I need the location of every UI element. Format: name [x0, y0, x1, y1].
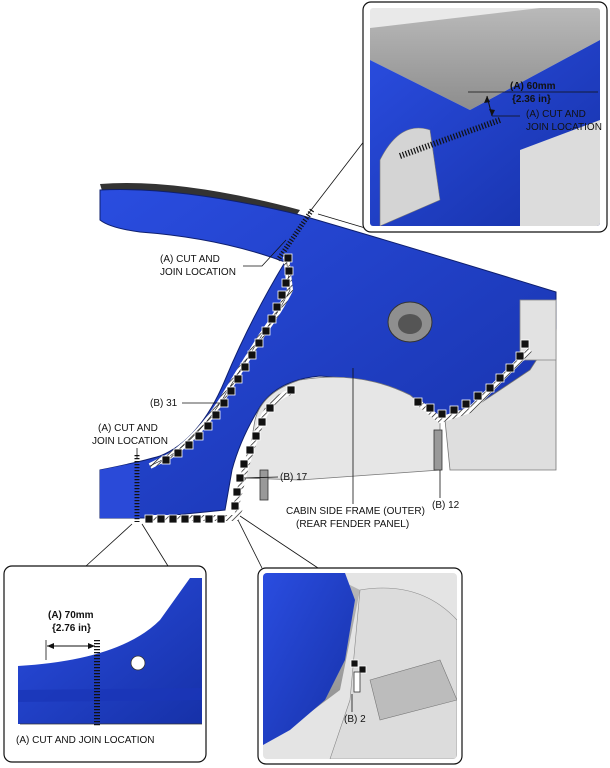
inset-br-link-1: [237, 519, 263, 569]
weld-points-b31: [161, 253, 294, 465]
weld-points-b12: [413, 339, 530, 419]
b2-label: (B) 2: [344, 714, 366, 725]
b12-label: (B) 12: [432, 500, 460, 511]
main-view: [99, 183, 557, 524]
inset-bl-link-2: [141, 523, 169, 567]
cabin-frame-line1: CABIN SIDE FRAME (OUTER): [286, 506, 425, 517]
inset-top-link-1: [307, 139, 366, 215]
cut-join-left-line1: (A) CUT AND: [98, 423, 158, 434]
inset-top-dim-line2: {2.36 in}: [512, 94, 551, 105]
inset-bl-dim-line2: {2.76 in}: [52, 623, 91, 634]
inset-top: (A) 60mm {2.36 in} (A) CUT AND JOIN LOCA…: [307, 1, 608, 233]
inset-bl-link-1: [85, 523, 133, 567]
lower-rocker: [100, 462, 140, 518]
main-labels: (A) CUT AND JOIN LOCATION (B) 31 (A) CUT…: [92, 239, 460, 530]
fuel-filler-inner: [398, 314, 422, 334]
cut-line-roof: [275, 208, 315, 262]
b17-bracket: [259, 469, 269, 501]
b31-label: (B) 31: [150, 398, 178, 409]
rear-fender-panel: [99, 189, 557, 519]
weld-points-b17: [230, 385, 296, 511]
cut-join-left-line2: JOIN LOCATION: [92, 436, 168, 447]
inset-top-link-2: [317, 213, 373, 231]
inset-top-cut-line1: (A) CUT AND: [526, 109, 586, 120]
b12-bracket: [433, 429, 443, 471]
cut-join-main-line1: (A) CUT AND: [160, 254, 220, 265]
inset-bl-cut-label: (A) CUT AND JOIN LOCATION: [16, 735, 155, 746]
inset-top-cut-line2: JOIN LOCATION: [526, 122, 602, 133]
inset-br-link-2: [239, 515, 319, 569]
inset-bottom-right: (B) 2: [237, 515, 463, 765]
cabin-frame-line2: (REAR FENDER PANEL): [296, 519, 409, 530]
leader-cut-join-main: [243, 239, 287, 267]
cut-join-main-line2: JOIN LOCATION: [160, 267, 236, 278]
leader-b17: [243, 476, 279, 479]
inset-top-dim-line1: (A) 60mm: [510, 81, 556, 92]
b17-label: (B) 17: [280, 472, 308, 483]
inset-bl-dim-line1: (A) 70mm: [48, 610, 94, 621]
weld-points-bottom: [144, 514, 226, 524]
inset-bottom-left: (A) 70mm {2.76 in} (A) CUT AND JOIN LOCA…: [3, 523, 207, 763]
